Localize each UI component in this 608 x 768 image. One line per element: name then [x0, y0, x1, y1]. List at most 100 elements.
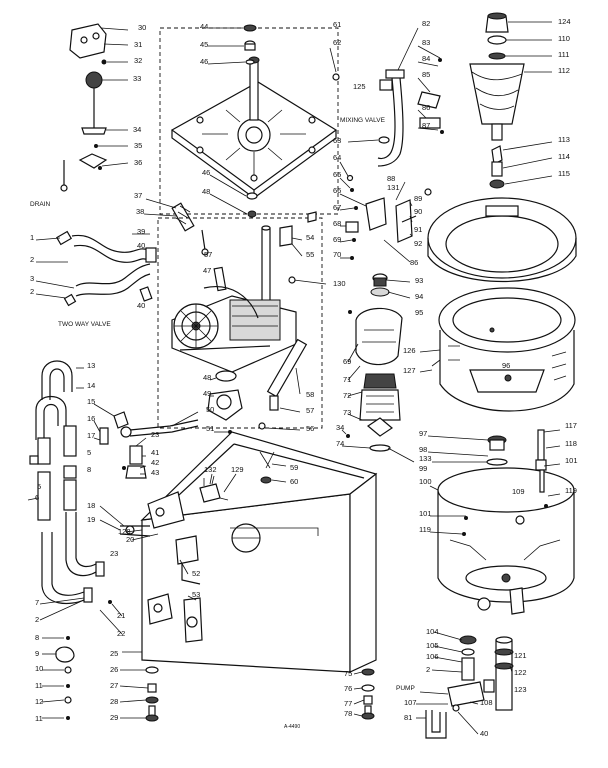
part-number-label: 101 — [419, 509, 432, 518]
part-number-label: 110 — [558, 34, 570, 43]
hose-clamps-left — [41, 600, 123, 720]
cabinet — [99, 431, 378, 673]
part-number-label: 48 — [203, 373, 211, 382]
part-number-label: 76 — [344, 684, 352, 693]
part-number-label: 40 — [137, 301, 145, 310]
part-number-label: 29 — [110, 713, 118, 722]
part-number-label: 53 — [192, 590, 200, 599]
part-number-label: 101 — [565, 456, 578, 465]
part-number-label: 46 — [200, 57, 208, 66]
part-number-label: 12 — [35, 697, 43, 706]
part-number-label: 67 — [333, 203, 341, 212]
part-number-label: 34 — [336, 423, 344, 432]
part-number-label: 27 — [110, 681, 118, 690]
part-number-label: 50 — [206, 405, 214, 414]
part-number-label: 123 — [514, 685, 527, 694]
part-number-label: 19 — [87, 515, 95, 524]
part-number-label: 71 — [343, 375, 351, 384]
part-number-label: 66 — [333, 186, 341, 195]
part-number-label: 21 — [117, 611, 125, 620]
caption-drain: DRAIN — [30, 201, 51, 208]
part-number-label: 96 — [502, 361, 510, 370]
part-number-label: 2 — [426, 665, 430, 674]
part-number-label: 2 — [30, 287, 34, 296]
part-number-label: 108 — [480, 698, 493, 707]
part-number-label: 59 — [290, 463, 298, 472]
spring-link — [143, 198, 209, 256]
part-number-label: 94 — [415, 292, 423, 301]
part-number-label: 115 — [558, 169, 570, 178]
part-number-label: 55 — [306, 250, 314, 259]
part-number-label: 70 — [333, 250, 341, 259]
part-number-label: 124 — [558, 17, 571, 26]
part-number-label: 36 — [134, 158, 142, 167]
drive-mounting-plate — [159, 27, 339, 215]
part-number-label: 57 — [204, 250, 212, 259]
part-number-label: 105 — [426, 641, 439, 650]
part-number-label: 131 — [387, 183, 400, 192]
part-number-label: 5 — [87, 448, 91, 457]
part-number-label: 133 — [419, 454, 432, 463]
part-number-label: 58 — [306, 390, 314, 399]
clutch-drum-assembly — [341, 273, 415, 463]
part-number-label: 112 — [558, 66, 570, 75]
part-number-label: 90 — [414, 207, 422, 216]
part-number-label: 84 — [422, 54, 430, 63]
part-number-label: 54 — [306, 233, 314, 242]
part-number-label: 13 — [87, 361, 95, 370]
inner-tub-bottom — [429, 467, 575, 615]
shaft-washers-top — [207, 24, 257, 65]
part-number-label: 82 — [422, 19, 430, 28]
part-number-label: 98 — [419, 445, 427, 454]
fill-valve-parts — [122, 437, 147, 479]
part-number-label: 11 — [35, 714, 43, 723]
part-number-label: 2 — [30, 255, 34, 264]
part-number-label: 37 — [134, 191, 142, 200]
part-number-label: 86 — [410, 258, 418, 267]
part-number-label: 2 — [35, 615, 39, 624]
part-number-label: 121 — [514, 651, 527, 660]
clip-54-55 — [279, 211, 317, 257]
part-number-label: 119 — [419, 525, 431, 534]
part-number-label: 23 — [151, 430, 159, 439]
part-number-label: 77 — [344, 699, 352, 708]
part-number-label: 106 — [426, 652, 439, 661]
part-number-label: 28 — [110, 697, 118, 706]
part-number-label: 69 — [343, 357, 351, 366]
tub-bolts-right — [535, 429, 561, 508]
part-number-label: 23 — [110, 549, 118, 558]
tub-ring — [427, 197, 577, 283]
center-post-parts — [427, 435, 508, 466]
part-number-label: 33 — [133, 74, 141, 83]
cabinet-feet-left — [119, 651, 159, 722]
float-ball-assembly — [60, 71, 129, 192]
part-number-label: 6 — [35, 493, 39, 502]
part-number-label: 73 — [343, 408, 351, 417]
part-number-label: 122 — [514, 668, 527, 677]
part-number-label: 1 — [30, 233, 34, 242]
part-number-label: 81 — [404, 713, 412, 722]
part-number-label: 130 — [333, 279, 346, 288]
part-number-label: 126 — [403, 346, 416, 355]
part-number-label: 93 — [415, 276, 423, 285]
part-number-label: 99 — [419, 464, 427, 473]
mounting-bracket-top-left — [69, 23, 129, 65]
fill-hoses-left — [27, 360, 105, 621]
part-number-label: 78 — [344, 709, 352, 718]
part-number-label: 30 — [138, 23, 146, 32]
part-number-label: 61 — [333, 20, 341, 29]
agitator-cap-stack — [485, 12, 552, 60]
motor-coupler-48 — [207, 370, 243, 434]
part-number-label: 47 — [203, 266, 211, 275]
part-number-label: 113 — [558, 135, 570, 144]
part-number-label: 97 — [419, 429, 427, 438]
part-number-label: 41 — [151, 448, 159, 457]
part-number-label: 8 — [35, 633, 39, 642]
part-number-label: 114 — [558, 152, 570, 161]
part-number-label: 40 — [137, 241, 145, 250]
part-number-label: 14 — [87, 381, 95, 390]
part-number-label: 20 — [126, 535, 134, 544]
part-number-label: 16 — [87, 414, 95, 423]
part-number-label: 132 — [204, 465, 217, 474]
drain-pipe-right — [494, 636, 514, 711]
